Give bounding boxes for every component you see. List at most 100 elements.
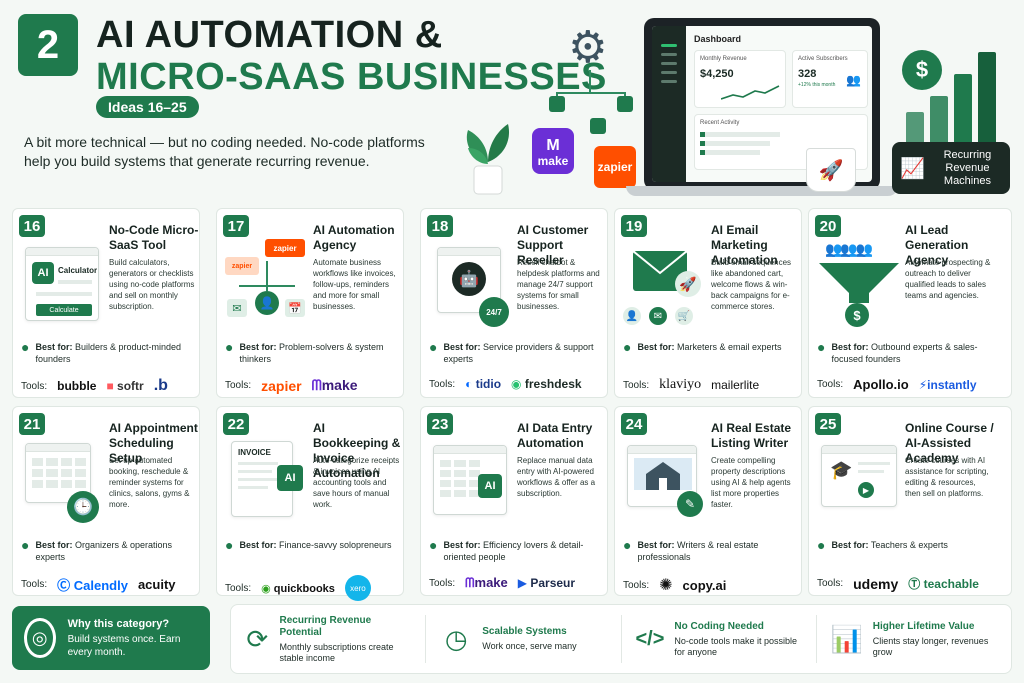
person-icon: ● [817, 339, 826, 355]
tool-logo[interactable]: ◐ tidio [465, 377, 502, 391]
cart-icon: 🛒 [675, 307, 693, 325]
tool-logo[interactable]: klaviyo [659, 377, 702, 392]
flow-node [590, 118, 606, 134]
best-for: ● Best for: Writers & real estate profes… [623, 537, 759, 562]
idea-title: AI Customer Support Reseller [517, 223, 589, 267]
tool-logo[interactable]: ■ softr [106, 379, 144, 393]
best-for: ● Best for: Marketers & email experts [623, 339, 782, 355]
tool-logo[interactable]: bubble [57, 379, 97, 393]
tool-logo[interactable]: copy.ai [682, 577, 727, 593]
idea-card-19[interactable]: 19 🚀 👤 ✉ 🛒 AI Email Marketing Automation… [614, 208, 802, 398]
dashboard-title: Dashboard [694, 34, 742, 44]
tool-logo[interactable]: .b [153, 377, 168, 394]
why-text: Build systems once. Earn every month. [67, 633, 181, 658]
mail-icon: ✉ [649, 307, 667, 325]
idea-title: Online Course / AI-Assisted Academy [905, 421, 994, 465]
invoice-illustration: INVOICE AI [225, 439, 307, 525]
idea-card-21[interactable]: 21 🕒 AI Appointment Scheduling Setup Set… [12, 406, 200, 596]
title-line-1: AI AUTOMATION & [96, 14, 443, 56]
idea-card-25[interactable]: 25 🎓 ▶ Online Course / AI-Assisted Acade… [808, 406, 1012, 596]
zapier-small-icon: zapier [225, 257, 259, 275]
activity-list [700, 132, 862, 155]
tool-logo[interactable]: xero [344, 575, 371, 601]
gear-icon: ⚙ [568, 23, 608, 72]
growth-bar [906, 112, 924, 142]
idea-title: AI Bookkeeping & Invoice Automation [313, 421, 401, 480]
tool-logo[interactable]: ◉ quickbooks [261, 582, 335, 595]
idea-card-16[interactable]: 16 AI Calculator Calculate No-Code Micro… [12, 208, 200, 398]
tools-row: Tools: Ⓒ Calendly acuity [21, 577, 176, 593]
idea-card-22[interactable]: 22 INVOICE AI AI Bookkeeping & Invoice A… [216, 406, 404, 601]
tool-logo[interactable]: ◉ freshdesk [511, 377, 582, 391]
tool-logo[interactable]: ᗰmake [465, 575, 508, 590]
ideas-range-pill: Ideas 16–25 [96, 96, 199, 118]
user-icon: 👤 [255, 291, 279, 315]
pencil-icon: ✎ [677, 491, 703, 517]
tools-row: Tools: udemy Ⓣ teachable [817, 575, 979, 592]
growth-chart-icon: 📊 [830, 623, 864, 654]
clock-icon: ◷ [444, 623, 468, 654]
person-icon: ● [623, 339, 632, 355]
flow-node [549, 96, 565, 112]
idea-card-18[interactable]: 18 🤖 24/7 AI Customer Support Reseller R… [420, 208, 608, 398]
idea-title: AI Real Estate Listing Writer [711, 421, 792, 450]
tools-row: Tools: Apollo.io ⚡instantly [817, 377, 977, 392]
tool-logo[interactable]: mailerlite [711, 378, 760, 392]
why-title: Why this category? [67, 617, 170, 630]
person-icon: ● [225, 537, 234, 553]
funnel-icon [819, 263, 899, 303]
bolt-icon: ⚡ [918, 377, 928, 392]
best-for: ● Best for: Finance-savvy solopreneurs [225, 537, 392, 553]
best-for: ● Best for: Teachers & experts [817, 537, 948, 553]
best-for: ● Best for: Problem-solvers & system thi… [225, 339, 384, 364]
idea-card-20[interactable]: 20 👥👥👥 $ AI Lead Generation Agency Autom… [808, 208, 1012, 398]
dashboard-sidebar [652, 26, 686, 182]
softr-icon: ■ [106, 379, 114, 393]
growth-bar [978, 52, 996, 142]
growth-bar [954, 74, 972, 142]
ai-chip-badge: AI [478, 474, 502, 498]
active-subscribers-card: Active Subscribers 328 +12% this month 👥 [792, 50, 868, 108]
tool-logo[interactable]: Ⓣ teachable [908, 577, 979, 591]
tool-logo[interactable]: zapier [261, 377, 302, 394]
person-icon: ● [225, 339, 234, 355]
tool-logo[interactable]: Ⓒ Calendly [57, 578, 128, 593]
idea-description: Replace manual data entry with AI-powere… [517, 456, 596, 498]
data-grid-illustration: AI [429, 439, 511, 525]
header: 2 AI AUTOMATION & MICRO-SAAS BUSINESSES … [0, 0, 1024, 205]
tool-logo[interactable]: ▶ Parseur [517, 576, 576, 590]
graduation-cap-icon: 🎓 [830, 460, 853, 480]
tool-logo[interactable]: acuity [137, 577, 176, 592]
automation-flow-illustration: zapier zapier 👤 ✉ 📅 [225, 239, 307, 327]
idea-description: Build email sequences like abandoned car… [711, 258, 792, 311]
tool-logo[interactable]: ⚡instantly [918, 377, 977, 392]
dollar-circle-icon: $ [902, 50, 942, 90]
chatgpt-logo-icon[interactable]: ✺ [659, 577, 673, 594]
online-course-illustration: 🎓 ▶ [817, 439, 899, 525]
tools-row: Tools: ◉ quickbooks xero [225, 575, 403, 601]
idea-card-24[interactable]: 24 ✎ AI Real Estate Listing Writer Creat… [614, 406, 802, 596]
tool-logo[interactable]: udemy [853, 575, 899, 592]
best-for: ● Best for: Outbound experts & sales-foc… [817, 339, 978, 364]
calculator-illustration: AI Calculator Calculate [21, 241, 103, 327]
best-for: ● Best for: Efficiency lovers & detail-o… [429, 537, 584, 562]
laptop-dashboard: Dashboard Monthly Revenue $4,250 Active … [644, 18, 880, 190]
code-icon: </> [635, 627, 665, 650]
idea-card-23[interactable]: 23 AI AI Data Entry Automation Replace m… [420, 406, 608, 596]
why-category-box: ◎ Why this category? Build systems once.… [12, 606, 210, 670]
tool-logo[interactable]: ᗰmake [311, 377, 358, 393]
person-icon: ● [21, 537, 30, 553]
idea-card-17[interactable]: 17 zapier zapier 👤 ✉ 📅 AI Automation Age… [216, 208, 404, 398]
tool-logo[interactable]: Apollo.io [853, 377, 909, 392]
idea-title: No-Code Micro-SaaS Tool [109, 223, 199, 252]
users-icon: 👥 [846, 73, 861, 87]
clock-icon: 🕒 [67, 491, 99, 523]
calendar-clock-illustration: 🕒 [21, 439, 103, 525]
tools-row: Tools: zapier ᗰmake [225, 377, 358, 394]
idea-description: Automate business workflows like invoice… [313, 258, 396, 311]
quickbooks-icon: ◉ [261, 582, 271, 595]
